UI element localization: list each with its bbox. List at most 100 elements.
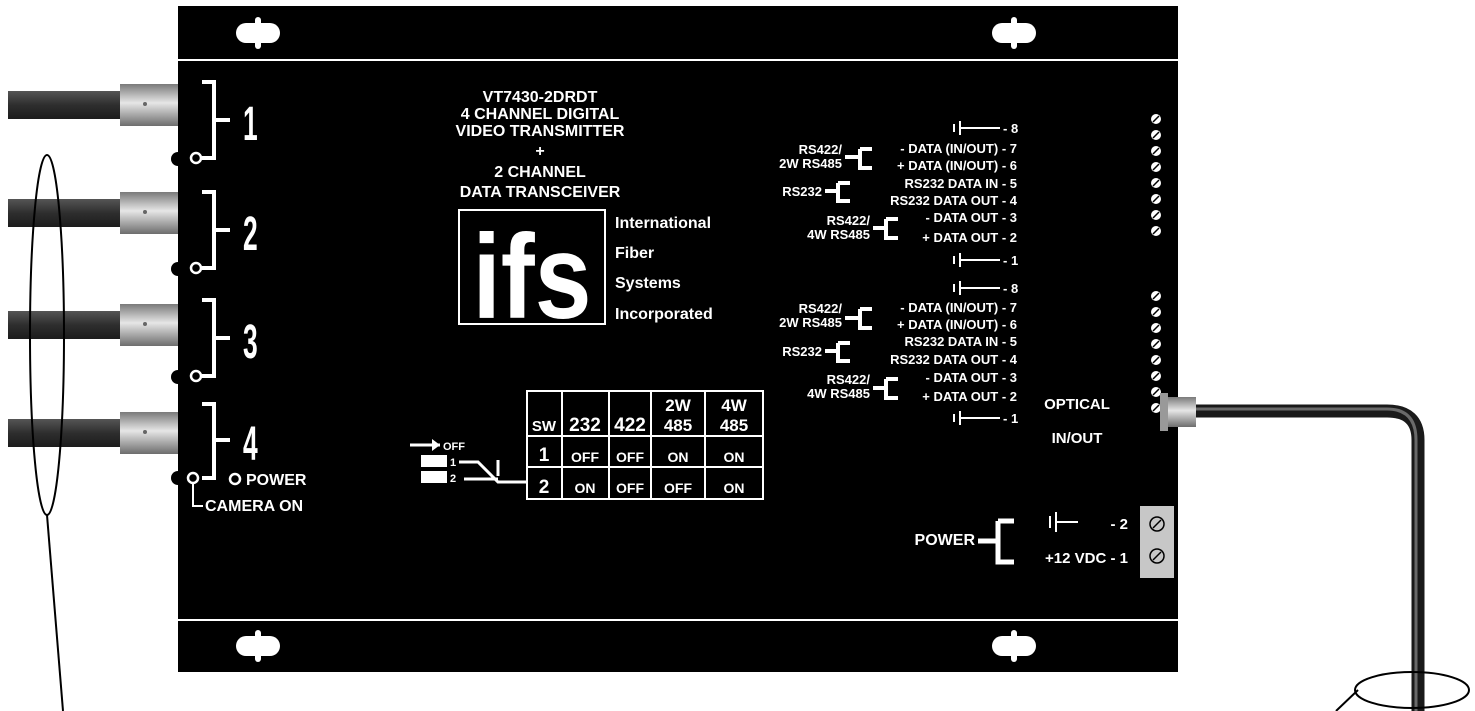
pin-8-label-a: - 8 — [1003, 121, 1018, 136]
rs485-4w-label-b: 4W RS485 — [807, 386, 870, 401]
switch-pos-1: 1 — [450, 457, 456, 469]
switch-pos-2: 2 — [450, 473, 456, 485]
mounting-slot-top-right — [992, 17, 1036, 49]
channel-brackets — [202, 80, 230, 480]
channel-label-1: 1 — [243, 98, 258, 151]
video-cable-1[interactable] — [8, 84, 178, 126]
video-cable-3[interactable] — [8, 304, 178, 346]
led-rings — [186, 151, 242, 486]
coax-callout — [29, 154, 65, 711]
table-header-485a: 485 — [664, 416, 692, 435]
camera-led-4 — [186, 471, 200, 485]
pin-3-label-b: - DATA OUT - 3 — [926, 370, 1017, 385]
pin-2-label-a: + DATA OUT - 2 — [922, 230, 1017, 245]
data-terminal-block-b[interactable] — [1140, 282, 1172, 420]
logo-name-4: Incorporated — [615, 306, 713, 323]
header-plus: + — [535, 143, 544, 160]
pin-1-label-a: - 1 — [1003, 253, 1018, 268]
camera-on-label: CAMERA ON — [205, 498, 303, 515]
model-number: VT7430-2DRDT — [483, 89, 598, 106]
table-header-485b: 485 — [720, 416, 748, 435]
header-line-1: 4 CHANNEL DIGITAL — [461, 106, 620, 123]
pin-2-label-b: + DATA OUT - 2 — [922, 389, 1017, 404]
header-line-3: 2 CHANNEL — [494, 164, 586, 181]
led-stubs — [171, 152, 178, 485]
power-terminal-block[interactable] — [1140, 506, 1174, 578]
power-pin-2-label: - 2 — [1110, 516, 1128, 533]
rs422-2w-label-b: RS422/ — [799, 301, 843, 316]
rs485-2w-label-b: 2W RS485 — [779, 315, 842, 330]
pin-4-label-a: RS232 DATA OUT - 4 — [890, 193, 1018, 208]
header-line-2: VIDEO TRANSMITTER — [456, 123, 625, 140]
optical-fiber-cable[interactable] — [1160, 393, 1425, 711]
rs422-4w-label-a: RS422/ — [827, 213, 871, 228]
table-row-2-4w485: ON — [724, 480, 745, 496]
table-row-1-4w485: ON — [724, 449, 745, 465]
pin-5-label-a: RS232 DATA IN - 5 — [905, 176, 1017, 191]
data-terminal-labels-b: - 8 RS422/ 2W RS485 - DATA (IN/OUT) - 7 … — [779, 281, 1018, 426]
video-cable-4[interactable] — [8, 412, 178, 454]
power-pin-1-label: +12 VDC - 1 — [1045, 550, 1128, 567]
pin-5-label-b: RS232 DATA IN - 5 — [905, 334, 1017, 349]
mounting-slot-top-left — [236, 17, 280, 49]
optical-label-2: IN/OUT — [1052, 430, 1103, 447]
logo-mark: ifs — [472, 209, 591, 344]
channel-label-2: 2 — [243, 208, 258, 261]
camera-led-1 — [189, 151, 203, 165]
header-line-4: DATA TRANSCEIVER — [460, 184, 621, 201]
table-header-sw: SW — [532, 418, 557, 435]
optical-label-1: OPTICAL — [1044, 396, 1110, 413]
dip-switch[interactable]: OFF 1 2 — [410, 439, 528, 485]
ifs-logo: ifs International Fiber Systems Incorpor… — [458, 209, 713, 344]
power-indicator-label: POWER — [246, 472, 307, 489]
power-terminal-label: POWER — [915, 532, 976, 549]
table-row-1-422: OFF — [616, 449, 644, 465]
logo-name-2: Fiber — [615, 245, 654, 262]
pin-3-label-a: - DATA OUT - 3 — [926, 210, 1017, 225]
channel-label-3: 3 — [243, 316, 258, 369]
table-header-422: 422 — [614, 415, 646, 436]
video-cable-2[interactable] — [8, 192, 178, 234]
switch-table — [526, 390, 764, 500]
data-terminal-block-a[interactable] — [1140, 103, 1172, 243]
table-row-2-sw: 2 — [539, 477, 550, 498]
power-led — [228, 472, 242, 486]
table-row-1-2w485: ON — [668, 449, 689, 465]
rs485-2w-label-a: 2W RS485 — [779, 156, 842, 171]
table-header-4w: 4W — [721, 396, 747, 415]
rs422-2w-label-a: RS422/ — [799, 142, 843, 157]
pin-8-label-b: - 8 — [1003, 281, 1018, 296]
data-terminal-labels-a: - 8 RS422/ 2W RS485 - DATA (IN/OUT) - 7 … — [779, 121, 1018, 268]
table-header-232: 232 — [569, 415, 601, 436]
camera-led-2 — [189, 261, 203, 275]
switch-off-label: OFF — [443, 441, 465, 453]
channel-label-4: 4 — [243, 418, 258, 471]
camera-led-3 — [189, 369, 203, 383]
mounting-slot-bottom-right — [992, 630, 1036, 662]
pin-4-label-b: RS232 DATA OUT - 4 — [890, 352, 1018, 367]
table-header-2w: 2W — [665, 396, 691, 415]
table-row-2-232: ON — [575, 480, 596, 496]
header-block: VT7430-2DRDT 4 CHANNEL DIGITAL VIDEO TRA… — [456, 89, 625, 201]
rs485-4w-label-a: 4W RS485 — [807, 227, 870, 242]
table-row-1-232: OFF — [571, 449, 599, 465]
table-row-1-sw: 1 — [539, 445, 550, 466]
pin-7-label-a: - DATA (IN/OUT) - 7 — [900, 141, 1017, 156]
pin-1-label-b: - 1 — [1003, 411, 1018, 426]
rs422-4w-label-b: RS422/ — [827, 372, 871, 387]
table-row-2-422: OFF — [616, 480, 644, 496]
rs232-label-a: RS232 — [782, 184, 822, 199]
logo-name-1: International — [615, 215, 711, 232]
pin-7-label-b: - DATA (IN/OUT) - 7 — [900, 300, 1017, 315]
pin-6-label-b: + DATA (IN/OUT) - 6 — [897, 317, 1017, 332]
mounting-slot-bottom-left — [236, 630, 280, 662]
fiber-callout — [1335, 671, 1470, 711]
chassis — [178, 6, 1178, 672]
rs232-label-b: RS232 — [782, 344, 822, 359]
optical-connector — [1164, 397, 1196, 427]
pin-6-label-a: + DATA (IN/OUT) - 6 — [897, 158, 1017, 173]
power-terminal-labels: POWER - 2 +12 VDC - 1 — [915, 512, 1128, 567]
table-row-2-2w485: OFF — [664, 480, 692, 496]
